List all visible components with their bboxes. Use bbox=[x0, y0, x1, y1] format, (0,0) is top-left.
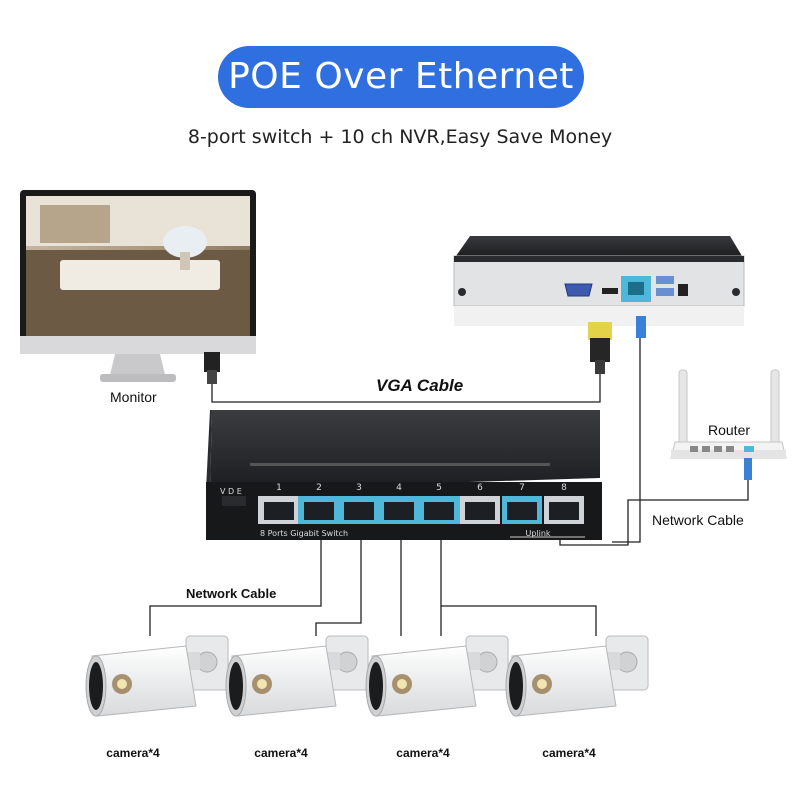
camera-label-2: camera*4 bbox=[254, 746, 308, 760]
port3-to-camera2-cable bbox=[315, 525, 362, 636]
port-number-4: 4 bbox=[396, 483, 402, 493]
port-number-1: 1 bbox=[276, 483, 282, 493]
vde-text: V D E bbox=[220, 487, 242, 496]
port-number-2: 2 bbox=[316, 483, 322, 493]
port-number-5: 5 bbox=[436, 483, 442, 493]
port2-to-camera1-cable bbox=[149, 525, 322, 636]
camera-4 bbox=[505, 635, 649, 717]
router-to-switch-cable bbox=[559, 480, 749, 546]
camera-3 bbox=[365, 635, 509, 717]
cables bbox=[149, 338, 749, 636]
monitor-device bbox=[20, 190, 256, 384]
port-number-8: 8 bbox=[561, 483, 567, 493]
port-number-labels: 1 2 3 4 5 6 7 8 bbox=[276, 483, 567, 493]
camera-1 bbox=[85, 635, 229, 717]
port-number-6: 6 bbox=[477, 483, 483, 493]
subtitle: 8-port switch + 10 ch NVR,Easy Save Mone… bbox=[187, 126, 613, 148]
camera-label-4: camera*4 bbox=[542, 746, 596, 760]
port-number-7: 7 bbox=[519, 483, 525, 493]
nvr-to-switch-cable bbox=[612, 338, 641, 543]
network-cable-label-right: Network Cable bbox=[652, 512, 744, 528]
monitor-label: Monitor bbox=[110, 389, 157, 405]
camera-label-3: camera*4 bbox=[396, 746, 450, 760]
title-banner: POE Over Ethernet bbox=[218, 46, 584, 108]
port-number-3: 3 bbox=[356, 483, 362, 493]
poe-switch bbox=[206, 410, 602, 540]
camera-label-1: camera*4 bbox=[106, 746, 160, 760]
camera-2 bbox=[225, 635, 369, 717]
port5-to-camera4-cable bbox=[440, 525, 597, 636]
nvr-device bbox=[453, 236, 745, 374]
router-device bbox=[670, 369, 787, 480]
vga-cable-line bbox=[211, 372, 601, 403]
switch-ports bbox=[258, 496, 584, 524]
router-label: Router bbox=[708, 422, 751, 438]
network-cable-label-left: Network Cable bbox=[186, 586, 277, 601]
vga-cable-label: VGA Cable bbox=[376, 376, 464, 395]
switch-model-text: 8 Ports Gigabit Switch bbox=[260, 529, 348, 538]
uplink-text: Uplink bbox=[525, 529, 550, 538]
